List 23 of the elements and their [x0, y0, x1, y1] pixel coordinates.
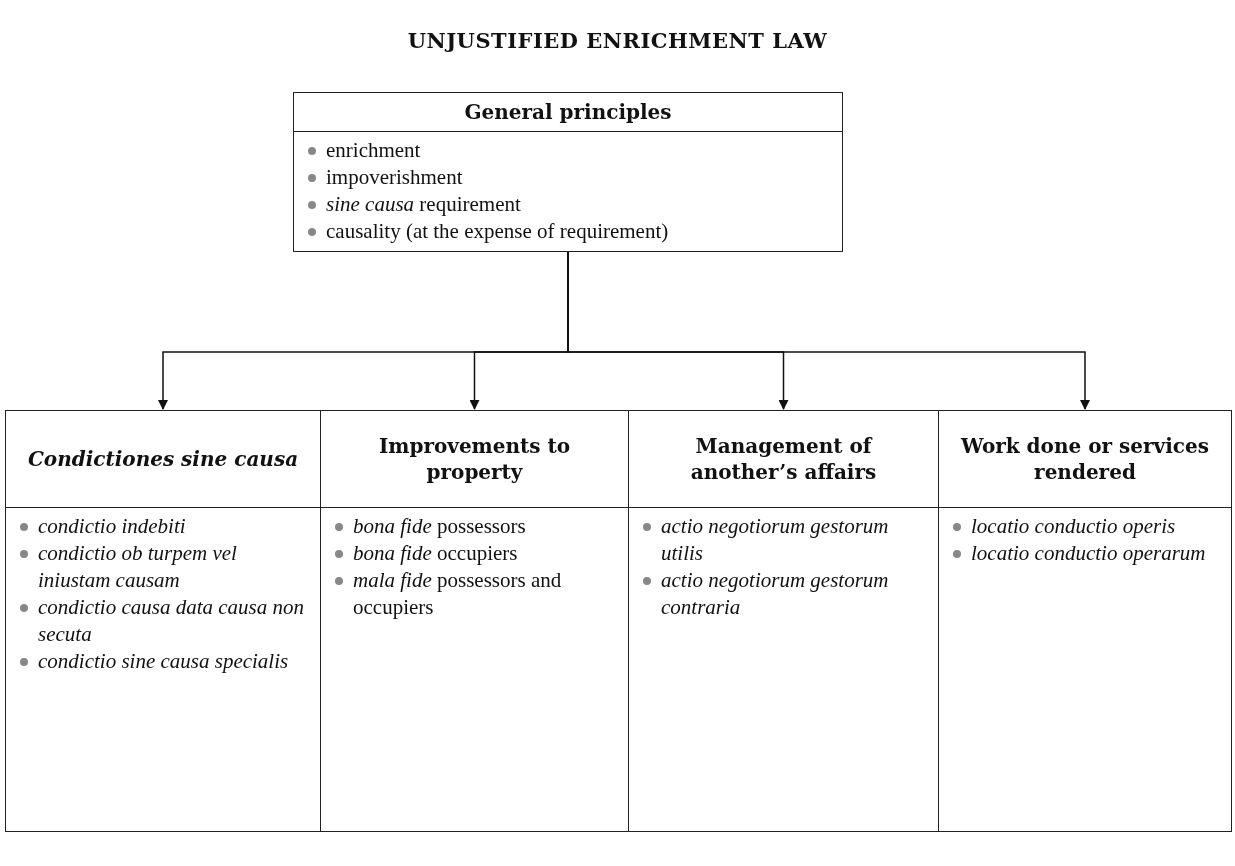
bullet-item: condictio indebiti	[14, 513, 312, 540]
diagram-title: UNJUSTIFIED ENRICHMENT LAW	[406, 28, 829, 53]
bullet-item: actio negotiorum gestorum contraria	[637, 567, 930, 621]
category-box	[628, 410, 939, 832]
bullet-item: bona fide occupiers	[329, 540, 620, 567]
category-box	[938, 410, 1232, 832]
bullet-item: bona fide possessors	[329, 513, 620, 540]
category-box	[320, 410, 629, 832]
box-heading: Management of another’s affairs	[689, 433, 878, 485]
bullet-item: mala fide possessors and occupiers	[329, 567, 620, 621]
bullet-item: sine causa requirement	[302, 191, 834, 218]
box-heading: Work done or services rendered	[959, 433, 1210, 485]
box-heading: Improvements to property	[377, 433, 572, 485]
box-heading: Condictiones sine causa	[26, 446, 300, 472]
bullet-item: causality (at the expense of requirement)	[302, 218, 834, 245]
category-box	[5, 410, 321, 832]
category-box	[293, 92, 843, 252]
box-heading: General principles	[463, 99, 673, 125]
bullet-item: impoverishment	[302, 164, 834, 191]
bullet-item: enrichment	[302, 137, 834, 164]
bullet-item: condictio sine causa specialis	[14, 648, 312, 675]
bullet-item: locatio conductio operarum	[947, 540, 1223, 567]
bullet-item: locatio conductio operis	[947, 513, 1223, 540]
